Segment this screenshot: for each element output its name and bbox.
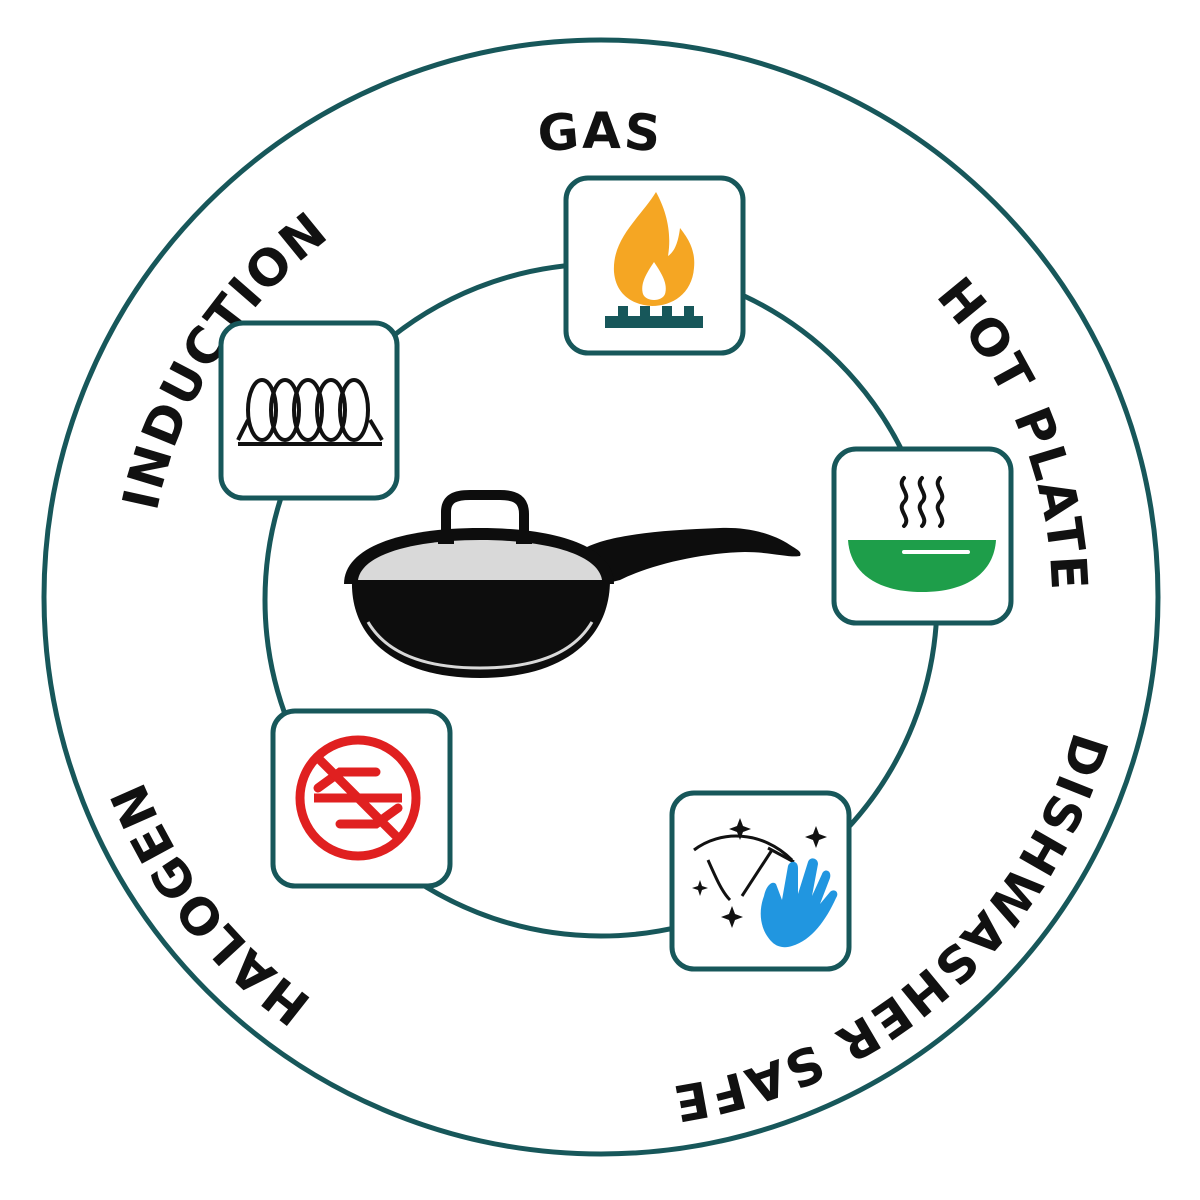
induction-coil-icon [236, 378, 384, 446]
gas-tile [563, 175, 746, 356]
frying-pan-with-lid-icon [344, 490, 801, 678]
sparkle-hand-wash-icon [692, 818, 838, 948]
label-gas: GAS [535, 102, 665, 164]
no-halogen-icon [295, 735, 421, 861]
hot-plate-tile [831, 446, 1014, 626]
gas-flame-burner-icon [605, 192, 703, 328]
dishwasher-safe-tile [669, 790, 852, 972]
outer-ring [41, 37, 1161, 1157]
induction-tile [218, 320, 400, 501]
steaming-bowl-icon [899, 476, 945, 528]
halogen-tile [270, 708, 453, 889]
